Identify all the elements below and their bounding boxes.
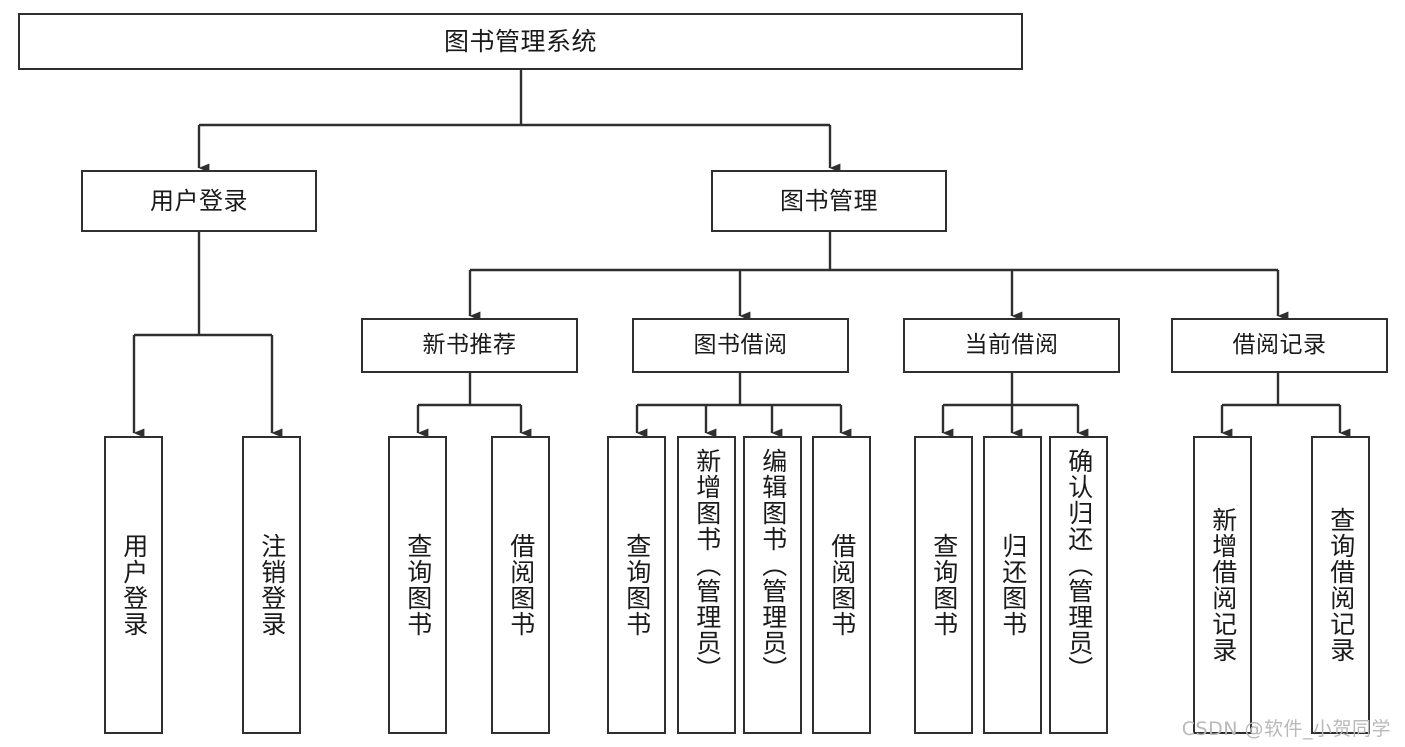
- node-label: 查询图书: [622, 533, 652, 637]
- node-label: 图书管理: [780, 186, 878, 215]
- node-new-book-recommend[interactable]: 新书推荐: [361, 318, 578, 373]
- node-user-login[interactable]: 用户登录: [81, 170, 317, 232]
- node-label: 图书借阅: [693, 331, 788, 358]
- node-label: 新增借阅记录: [1208, 507, 1238, 663]
- node-label: 用户登录: [150, 186, 248, 215]
- leaf-book-borrow-edit[interactable]: 编辑图书（管理员）: [743, 436, 802, 734]
- leaf-current-borrow-return[interactable]: 归还图书: [983, 436, 1042, 734]
- node-borrow-record[interactable]: 借阅记录: [1171, 318, 1388, 373]
- leaf-new-book-query[interactable]: 查询图书: [388, 436, 447, 734]
- node-label: 借阅图书: [827, 533, 857, 637]
- leaf-borrow-record-query[interactable]: 查询借阅记录: [1311, 436, 1370, 734]
- node-root-system[interactable]: 图书管理系统: [18, 13, 1023, 70]
- node-label: 查询图书: [929, 533, 959, 637]
- node-label: 图书管理系统: [443, 26, 597, 56]
- node-label: 用户登录: [119, 533, 149, 637]
- leaf-current-borrow-confirm-return[interactable]: 确认归还（管理员）: [1049, 436, 1108, 734]
- node-label: 归还图书: [998, 533, 1028, 637]
- node-label: 新书推荐: [422, 331, 517, 358]
- node-book-borrow[interactable]: 图书借阅: [632, 318, 849, 373]
- node-book-management[interactable]: 图书管理: [711, 170, 947, 232]
- node-label: 注销登录: [257, 533, 287, 637]
- leaf-current-borrow-query[interactable]: 查询图书: [914, 436, 973, 734]
- node-label: 当前借阅: [964, 331, 1059, 358]
- leaf-new-book-borrow[interactable]: 借阅图书: [491, 436, 550, 734]
- node-current-borrow[interactable]: 当前借阅: [903, 318, 1120, 373]
- leaf-book-borrow-add[interactable]: 新增图书（管理员）: [677, 436, 736, 734]
- node-label: 借阅图书: [506, 533, 536, 637]
- node-label: 查询图书: [403, 533, 433, 637]
- node-label: 新增图书（管理员）: [692, 448, 722, 682]
- leaf-book-borrow-borrow[interactable]: 借阅图书: [812, 436, 871, 734]
- leaf-book-borrow-query[interactable]: 查询图书: [607, 436, 666, 734]
- leaf-user-login-logout[interactable]: 注销登录: [242, 436, 301, 734]
- node-label: 编辑图书（管理员）: [758, 448, 788, 682]
- csdn-watermark: CSDN @软件_小贺同学: [1181, 718, 1391, 740]
- leaf-borrow-record-add[interactable]: 新增借阅记录: [1193, 436, 1252, 734]
- node-label: 查询借阅记录: [1326, 507, 1356, 663]
- node-label: 借阅记录: [1232, 331, 1327, 358]
- leaf-user-login-login[interactable]: 用户登录: [104, 436, 163, 734]
- node-label: 确认归还（管理员）: [1064, 448, 1094, 682]
